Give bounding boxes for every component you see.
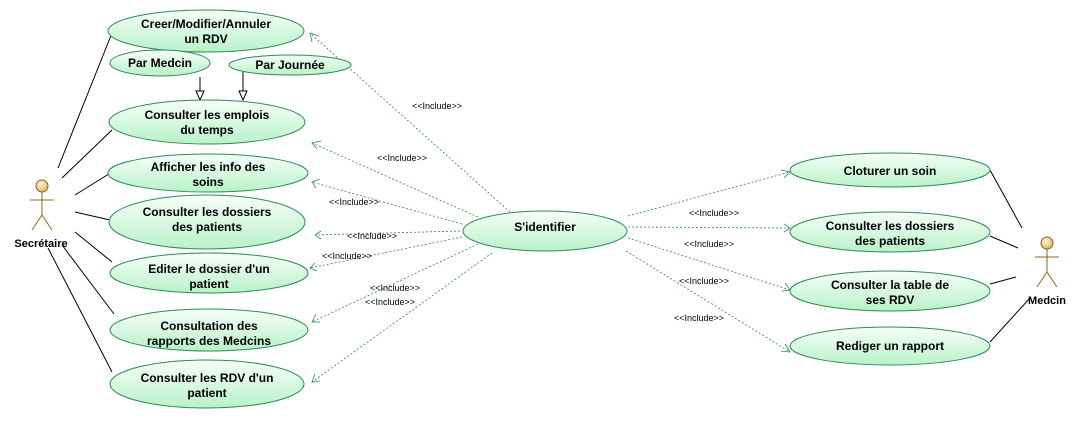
- use-case-consulter-dossiers-medcin[interactable]: Consulter les dossiers des patients: [789, 211, 991, 253]
- dep-arrowhead: [311, 313, 320, 323]
- dep-identifier-creer-rdv: [309, 32, 511, 213]
- use-case-label-line1: Creer/Modifier/Annuler: [141, 17, 271, 31]
- dep-identifier-afficher-soins: [311, 181, 463, 225]
- include-label: <<Include>>: [689, 208, 739, 218]
- dep-identifier-consulter-table: [627, 237, 791, 291]
- include-label: <<Include>>: [329, 197, 379, 207]
- use-case-label-line1: Afficher les info des: [151, 160, 266, 174]
- dep-identifier-rediger-rapport: [625, 250, 791, 353]
- dep-arrowhead: [781, 282, 791, 292]
- dep-identifier-editer-dossier: [309, 236, 463, 269]
- use-case-consulter-emplois[interactable]: Consulter les emplois du temps: [108, 99, 306, 145]
- use-case-label: Rediger un rapport: [836, 339, 944, 353]
- use-case-label-line1: Consulter la table de: [831, 278, 949, 292]
- use-case-label-line2: ses RDV: [866, 293, 915, 307]
- dep-arrowhead: [309, 262, 318, 272]
- dep-arrowhead: [314, 230, 322, 240]
- medcin-associations: [989, 169, 1031, 343]
- use-case-label-line2: des patients: [855, 234, 925, 248]
- include-label: <<Include>>: [377, 153, 427, 163]
- include-dependencies-left: [309, 32, 511, 383]
- use-case-s-identifier[interactable]: S'identifier: [462, 210, 628, 252]
- include-label: <<Include>>: [679, 276, 729, 286]
- use-case-label-line1: Consulter les dossiers: [143, 205, 272, 219]
- include-label: <<Include>>: [370, 283, 420, 293]
- actor-medcin[interactable]: Medcin: [1028, 236, 1066, 307]
- use-case-consulter-rdv-patient[interactable]: Consulter les RDV d'un patient: [109, 359, 305, 409]
- assoc-medcin-consulter-dossiers: [989, 235, 1019, 249]
- dep-arrowhead: [311, 178, 321, 189]
- assoc-secretaire-creer-rdv: [57, 32, 113, 169]
- use-case-label-line1: Consulter les RDV d'un: [141, 371, 274, 385]
- actor-label: Medcin: [1028, 295, 1066, 307]
- use-case-par-journee[interactable]: Par Journée: [228, 54, 352, 76]
- dep-arrowhead: [780, 169, 791, 179]
- assoc-secretaire-consulter-rdv-patient: [47, 247, 113, 373]
- actor-label: Secrétaire: [14, 238, 67, 250]
- ext-arrowhead-par-medcin: [195, 90, 205, 102]
- assoc-secretaire-afficher-soins: [74, 171, 113, 196]
- dep-arrowhead: [309, 32, 320, 43]
- assoc-secretaire-editer-dossier: [74, 231, 113, 263]
- use-case-label: Par Medcin: [128, 56, 192, 70]
- include-label: <<Include>>: [322, 251, 372, 261]
- include-label: <<Include>>: [365, 297, 415, 307]
- use-case-afficher-soins[interactable]: Afficher les info des soins: [107, 153, 309, 193]
- dep-identifier-consulter-dossiers-m: [627, 226, 791, 229]
- use-case-label-line2: rapports des Medcins: [147, 334, 271, 348]
- use-case-label-line2: du temps: [180, 123, 234, 137]
- use-case-label: Par Journée: [255, 58, 325, 72]
- include-label: <<Include>>: [674, 313, 724, 323]
- use-case-label: S'identifier: [514, 220, 576, 234]
- include-label: <<Include>>: [684, 239, 734, 249]
- use-case-rediger-rapport[interactable]: Rediger un rapport: [789, 326, 991, 366]
- dep-identifier-consulter-rdv-patient: [311, 252, 493, 383]
- use-case-label-line2: soins: [192, 175, 224, 189]
- dep-arrowhead: [311, 373, 321, 383]
- dep-identifier-consultation-rapports: [311, 243, 479, 323]
- use-case-label-line2: patient: [189, 277, 228, 291]
- use-case-label-line2: patient: [187, 386, 226, 400]
- include-labels: <<Include>> <<Include>> <<Include>> <<In…: [322, 101, 739, 323]
- use-case-cloturer-soin[interactable]: Cloturer un soin: [789, 152, 991, 188]
- use-case-consulter-table-rdv[interactable]: Consulter la table de ses RDV: [789, 270, 991, 312]
- dep-arrowhead: [311, 140, 322, 150]
- assoc-secretaire-consulter-emplois: [61, 129, 113, 179]
- use-case-label-line2: un RDV: [184, 32, 227, 46]
- use-case-label-line1: Consulter les dossiers: [826, 219, 955, 233]
- use-case-label-line1: Editer le dossier d'un: [148, 262, 270, 276]
- assoc-medcin-cloturer-soin: [989, 169, 1023, 229]
- extension-arrows: [195, 70, 248, 102]
- assoc-medcin-consulter-table: [989, 276, 1017, 285]
- dep-arrowhead: [780, 343, 791, 353]
- secretaire-associations: [47, 32, 115, 373]
- assoc-medcin-rediger-rapport: [989, 297, 1031, 343]
- use-case-editer-dossier[interactable]: Editer le dossier d'un patient: [109, 252, 309, 294]
- use-case-par-medcin[interactable]: Par Medcin: [109, 49, 211, 77]
- include-label: <<Include>>: [412, 101, 462, 111]
- include-label: <<Include>>: [347, 231, 397, 241]
- stick-figure-icon: [30, 179, 54, 231]
- use-case-label: Cloturer un soin: [844, 164, 937, 178]
- use-case-label-line1: Consultation des: [160, 319, 258, 333]
- assoc-secretaire-consulter-dossiers: [74, 211, 111, 221]
- include-dependencies-right: [625, 169, 791, 353]
- use-case-creer-rdv[interactable]: Creer/Modifier/Annuler un RDV: [107, 9, 305, 53]
- use-case-label-line1: Consulter les emplois: [145, 108, 270, 122]
- use-case-consultation-rapports[interactable]: Consultation des rapports des Medcins: [109, 308, 309, 352]
- use-case-label-line2: des patients: [172, 220, 242, 234]
- assoc-secretaire-consultation-rapports: [61, 244, 115, 315]
- actor-secretaire[interactable]: Secrétaire: [14, 179, 68, 250]
- stick-figure-icon: [1035, 236, 1059, 288]
- ext-arrowhead-par-journee: [238, 90, 248, 102]
- dep-identifier-consulter-dossiers: [314, 230, 461, 236]
- use-case-consulter-dossiers-secretaire[interactable]: Consulter les dossiers des patients: [108, 194, 306, 250]
- dep-arrowhead: [783, 223, 791, 233]
